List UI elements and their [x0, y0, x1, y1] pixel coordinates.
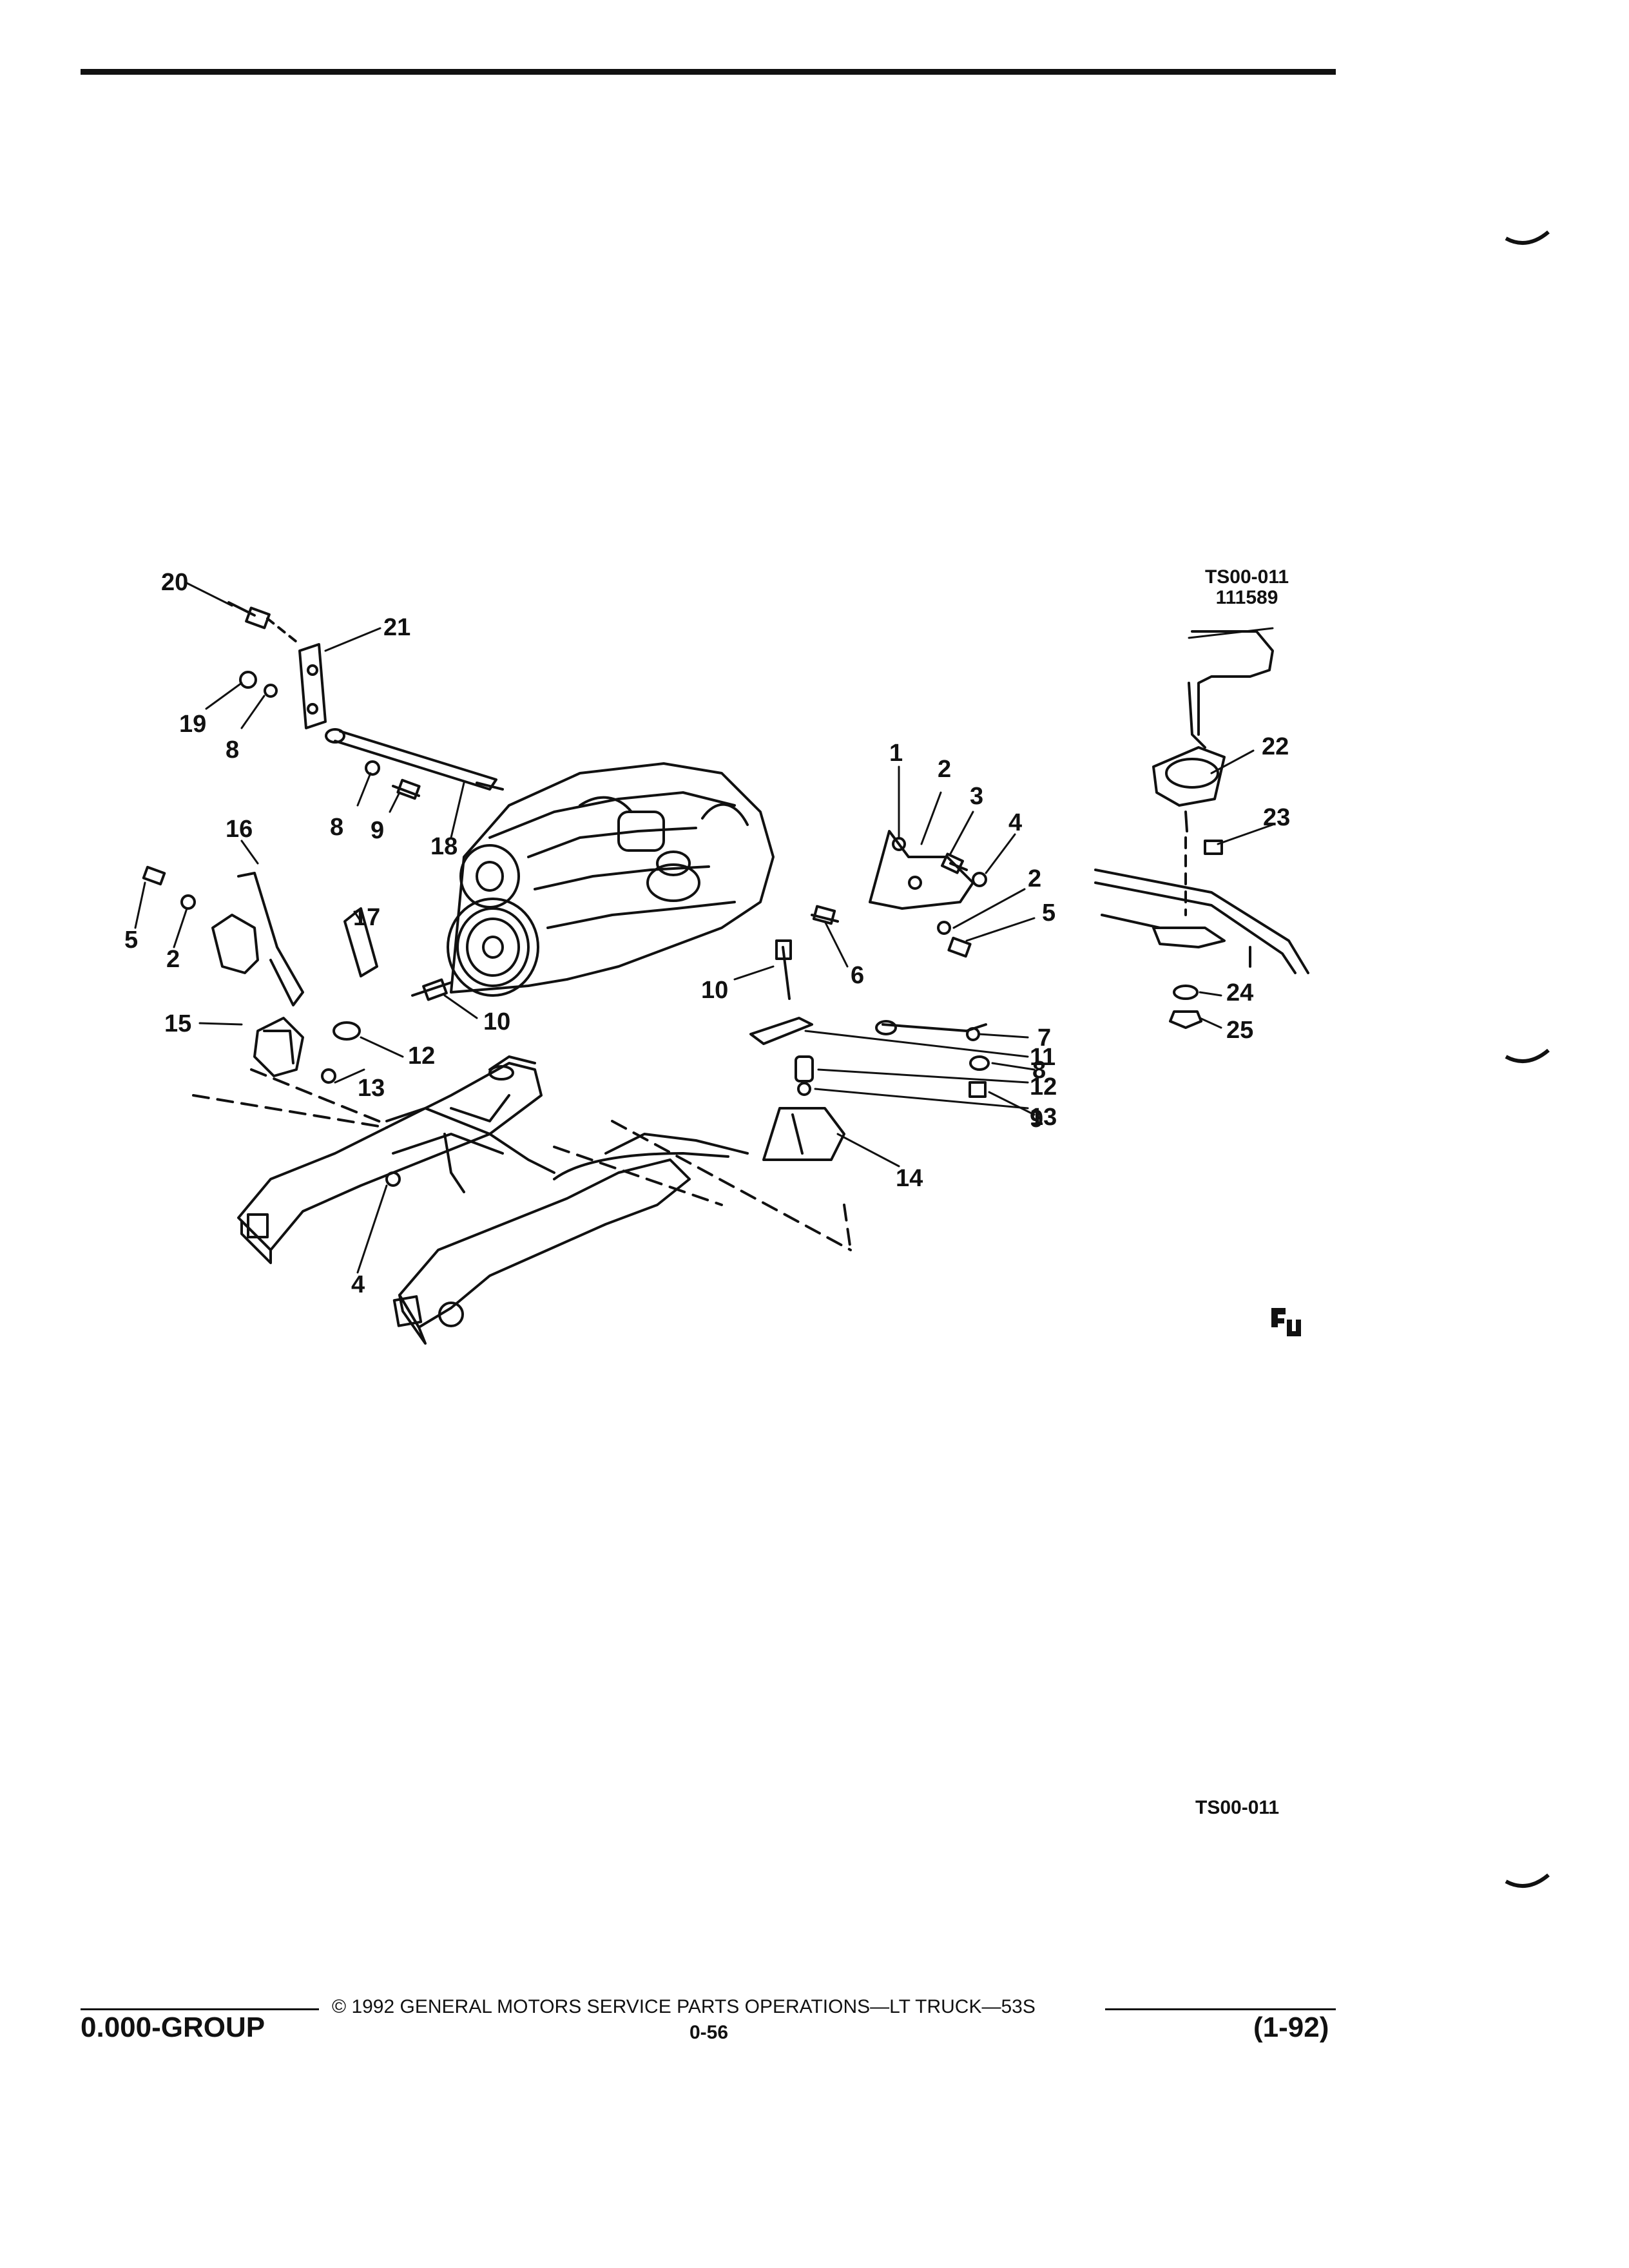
figure-ref-date: 111589	[1215, 586, 1278, 608]
footer-page-number: 0-56	[689, 2022, 729, 2043]
transmission-mount-illustration	[1094, 630, 1309, 1029]
callout-5: 5	[1042, 899, 1056, 927]
callout-2: 2	[166, 946, 180, 973]
callout-10: 10	[483, 1008, 511, 1035]
figure-ref-code: TS00-011	[1204, 566, 1289, 588]
callout-24: 24	[1226, 979, 1254, 1006]
callout-6: 6	[851, 962, 865, 989]
callout-12: 12	[408, 1043, 436, 1070]
callout-9: 9	[1030, 1106, 1044, 1133]
footer-rule-right	[1105, 2008, 1336, 2010]
engine-block-illustration	[450, 762, 775, 994]
top-rule	[81, 69, 1336, 75]
callout-4: 4	[351, 1271, 365, 1298]
callout-7: 7	[1037, 1024, 1052, 1052]
callout-2: 2	[1028, 865, 1042, 892]
callout-11: 11	[1030, 1044, 1056, 1071]
footer-revision: (1-92)	[1253, 2012, 1329, 2043]
callout-13: 13	[358, 1075, 385, 1102]
right-mount-illustration	[749, 830, 990, 1161]
callout-9: 9	[371, 817, 385, 844]
callout-12: 12	[1030, 1073, 1057, 1100]
binding-mark	[1505, 1048, 1550, 1063]
left-strut-illustration	[227, 601, 504, 800]
footer-rule-left	[81, 2008, 319, 2010]
callout-23: 23	[1263, 804, 1291, 831]
callout-25: 25	[1226, 1017, 1254, 1044]
footer-group: 0.000-GROUP	[81, 2012, 265, 2043]
callout-5: 5	[124, 927, 139, 954]
callout-15: 15	[164, 1010, 192, 1037]
gm-logo-mark	[1271, 1308, 1301, 1336]
binding-mark	[1505, 230, 1550, 245]
callout-22: 22	[1262, 733, 1289, 760]
callout-2: 2	[938, 756, 952, 783]
callout-17: 17	[353, 904, 381, 931]
callout-18: 18	[430, 833, 458, 860]
callout-8: 8	[226, 736, 240, 764]
figure-reference: TS00-011 111589	[1199, 567, 1295, 608]
callout-3: 3	[970, 783, 984, 810]
frame-crossmember-illustration	[192, 1055, 852, 1345]
callout-13: 13	[1030, 1104, 1057, 1131]
footer-copyright: © 1992 GENERAL MOTORS SERVICE PARTS OPER…	[332, 1996, 1036, 2017]
pulley-illustration	[447, 844, 539, 997]
leader-lines	[134, 582, 1274, 1274]
figure-bottom-reference: TS00-011	[1195, 1797, 1280, 1818]
callout-20: 20	[161, 569, 189, 596]
callout-1: 1	[889, 740, 903, 767]
left-mount-illustration	[142, 865, 452, 1084]
callout-16: 16	[226, 816, 253, 843]
callout-21: 21	[383, 614, 411, 641]
callout-14: 14	[896, 1165, 923, 1192]
callout-4: 4	[1008, 809, 1023, 836]
binding-mark	[1505, 1873, 1550, 1888]
callout-8: 8	[330, 814, 344, 841]
callout-19: 19	[179, 711, 207, 738]
callout-10: 10	[701, 977, 729, 1004]
callout-8: 8	[1032, 1057, 1046, 1084]
